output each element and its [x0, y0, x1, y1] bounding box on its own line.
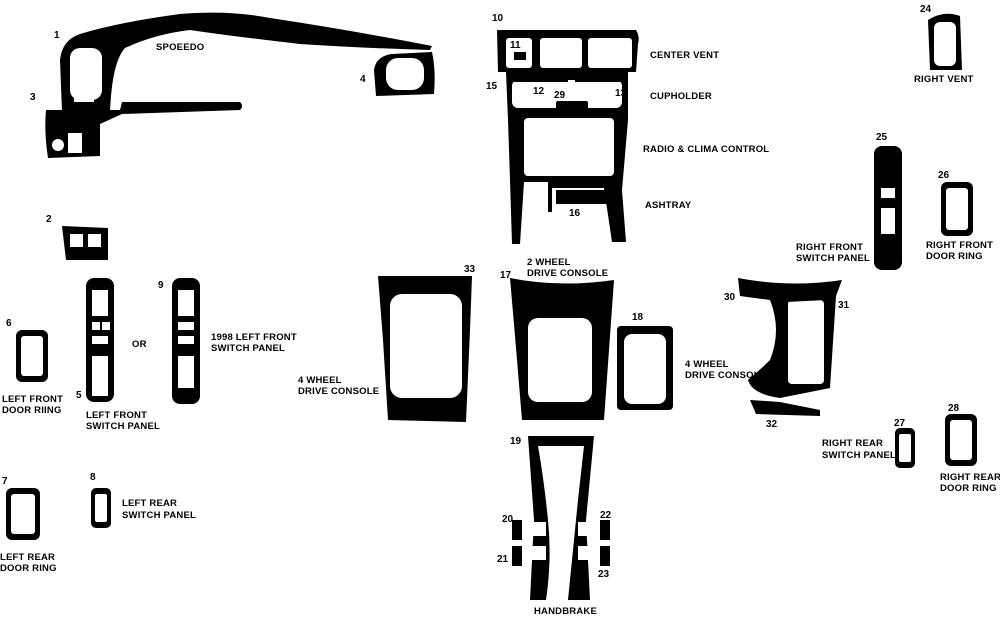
label-2wd-console-l2: DRIVE CONSOLE	[527, 268, 608, 279]
num-2: 2	[46, 214, 52, 225]
part-numbers: 1 2 3 4 5 6 7 8 9 10 11 12 13 14 15 16 1…	[2, 4, 960, 580]
label-right-rear-door-l2: DOOR RING	[940, 483, 997, 494]
part-30-4wd-console-right	[738, 278, 842, 398]
label-left-rear-door-l2: DOOR RING	[0, 563, 57, 574]
label-right-rear-switch-l1: RIGHT REAR	[822, 438, 883, 449]
num-25: 25	[876, 132, 888, 143]
num-14: 14	[522, 110, 534, 121]
label-2wd-console-l1: 2 WHEEL	[527, 257, 571, 268]
num-6: 6	[6, 318, 12, 329]
label-or: OR	[132, 339, 147, 350]
num-26: 26	[938, 170, 950, 181]
num-22: 22	[600, 510, 612, 521]
num-31: 31	[838, 300, 850, 311]
part-19-handbrake-console	[528, 436, 594, 600]
num-23: 23	[598, 569, 610, 580]
label-ashtray: ASHTRAY	[645, 200, 692, 211]
label-left-rear-door-l1: LEFT REAR	[0, 552, 55, 563]
part-20-switch	[512, 520, 522, 540]
num-32: 32	[766, 419, 778, 430]
label-right-vent: RIGHT VENT	[914, 74, 974, 85]
label-left-front-switch-l2: SWITCH PANEL	[86, 421, 160, 432]
label-4wd-console-right-l2: DRIVE CONSOLE	[685, 370, 766, 381]
part-5-left-front-switch	[86, 278, 114, 402]
num-15: 15	[486, 81, 498, 92]
part-6-left-front-door-ring	[16, 330, 48, 382]
part-16-ashtray	[556, 190, 616, 204]
part-28-right-rear-door-ring	[945, 414, 977, 466]
num-10: 10	[492, 13, 504, 24]
label-left-rear-switch-l2: SWITCH PANEL	[122, 510, 196, 521]
num-16: 16	[569, 208, 581, 219]
part-center-stack	[497, 30, 639, 244]
part-18-console-ring	[617, 326, 673, 410]
part-32-strip	[750, 400, 820, 416]
num-1: 1	[54, 30, 60, 41]
part-8-left-rear-switch	[91, 488, 111, 528]
num-21: 21	[497, 554, 509, 565]
num-24: 24	[920, 4, 932, 15]
part-33-4wd-console	[378, 276, 472, 422]
num-8: 8	[90, 472, 96, 483]
num-29: 29	[554, 90, 566, 101]
label-4wd-console-left-l2: DRIVE CONSOLE	[298, 386, 379, 397]
num-9: 9	[158, 280, 164, 291]
label-1998-switch-l2: SWITCH PANEL	[211, 343, 285, 354]
num-17: 17	[500, 270, 512, 281]
label-4wd-console-left-l1: 4 WHEEL	[298, 375, 342, 386]
part-22-switch	[600, 520, 610, 540]
part-24-right-vent	[928, 13, 962, 70]
part-12-cupholder-bar	[512, 76, 568, 82]
label-handbrake: HANDBRAKE	[534, 606, 597, 617]
num-11: 11	[510, 40, 521, 51]
num-7: 7	[2, 476, 8, 487]
num-13: 13	[615, 88, 627, 99]
label-right-rear-switch-l2: SWITCH PANEL	[822, 450, 896, 461]
num-28: 28	[948, 403, 960, 414]
label-right-front-door-l1: RIGHT FRONT	[926, 240, 993, 251]
label-right-front-door-l2: DOOR RING	[926, 251, 983, 262]
num-19: 19	[510, 436, 522, 447]
label-cupholder: CUPHOLDER	[650, 91, 712, 102]
num-33: 33	[464, 264, 476, 275]
part-9-1998-left-front-switch	[172, 278, 200, 404]
part-1-speedo-hood	[60, 12, 432, 113]
label-right-rear-door-l1: RIGHT REAR	[940, 472, 1000, 483]
part-25-right-front-switch	[874, 146, 902, 270]
num-18: 18	[632, 312, 644, 323]
part-17-2wd-console	[510, 278, 614, 420]
label-left-rear-switch-l1: LEFT REAR	[122, 498, 177, 509]
part-26-right-front-door-ring	[941, 182, 973, 236]
part-13-cupholder-bar	[575, 76, 621, 82]
part-11-small-slot	[514, 52, 526, 60]
part-2-switch	[62, 226, 108, 260]
num-12: 12	[533, 86, 545, 97]
part-31-trim	[784, 294, 830, 302]
part-labels: SPOEEDO CENTER VENT CUPHOLDER RADIO & CL…	[0, 42, 1000, 617]
part-27-right-rear-switch	[895, 428, 915, 468]
label-left-front-door-l2: DOOR RIING	[2, 405, 62, 416]
num-20: 20	[502, 514, 514, 525]
label-left-front-switch-l1: LEFT FRONT	[86, 410, 147, 421]
label-right-front-switch-l1: RIGHT FRONT	[796, 242, 863, 253]
label-left-front-door-l1: LEFT FRONT	[2, 394, 63, 405]
num-3: 3	[30, 92, 36, 103]
num-27: 27	[894, 418, 906, 429]
num-5: 5	[76, 390, 82, 401]
label-1998-switch-l1: 1998 LEFT FRONT	[211, 332, 297, 343]
label-4wd-console-right-l1: 4 WHEEL	[685, 359, 729, 370]
label-right-front-switch-l2: SWITCH PANEL	[796, 253, 870, 264]
part-23-switch	[600, 546, 610, 566]
label-radio-clima: RADIO & CLIMA CONTROL	[643, 144, 769, 155]
num-30: 30	[724, 292, 736, 303]
part-29-bar	[556, 101, 588, 113]
part-3-lower-dash	[45, 102, 243, 158]
label-speedo: SPOEEDO	[156, 42, 204, 53]
num-4: 4	[360, 74, 366, 85]
part-7-left-rear-door-ring	[6, 488, 40, 540]
label-center-vent: CENTER VENT	[650, 50, 719, 61]
part-4-right-pod	[374, 52, 435, 96]
part-21-switch	[512, 546, 522, 566]
